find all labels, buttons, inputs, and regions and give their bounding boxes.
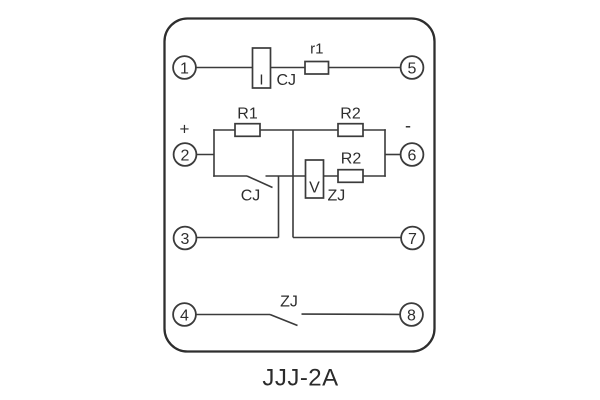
polarity-plus-label: + <box>180 120 190 139</box>
current-coil-symbol <box>251 47 272 89</box>
voltage-coil-letter: V <box>309 180 320 197</box>
terminal-5: 5 <box>399 55 425 80</box>
resistor-R2-lower-symbol <box>337 168 364 184</box>
cj-contact-label: CJ <box>241 188 261 205</box>
terminal-1: 1 <box>172 55 197 80</box>
branch-zj-contact: ZJ <box>195 294 401 327</box>
terminal-2-circle <box>172 142 198 167</box>
terminal-1-number: 1 <box>180 60 189 77</box>
voltage-coil-designator: ZJ <box>328 188 346 205</box>
resistor-R2-lower-label: R2 <box>341 151 362 168</box>
terminal-3-number: 3 <box>181 231 190 248</box>
current-coil-letter: I <box>259 72 263 89</box>
polarity-minus-label: - <box>405 116 411 136</box>
terminal-8-number: 8 <box>407 307 416 324</box>
terminal-8: 8 <box>399 302 424 327</box>
terminals: 1 2 3 4 5 6 7 <box>172 55 425 327</box>
zj-contact-label: ZJ <box>280 294 298 311</box>
terminal-6: 6 <box>399 142 425 167</box>
resistor-R2-upper-symbol <box>337 122 364 138</box>
terminal-7-circle <box>400 225 425 251</box>
branch-voltage-network: + - R1 R2 V ZJ R2 CJ <box>180 106 411 238</box>
zj-contact-blade <box>269 313 298 327</box>
resistor-r1-symbol <box>304 60 330 75</box>
terminal-4-circle <box>172 302 197 327</box>
resistor-R2-upper-label: R2 <box>340 106 361 123</box>
cj-contact-blade <box>246 175 273 189</box>
terminal-1-circle <box>172 55 197 80</box>
terminal-6-circle <box>399 142 425 167</box>
terminal-3: 3 <box>172 225 198 251</box>
resistor-R1-symbol <box>234 122 261 138</box>
resistor-r1-label: r1 <box>310 41 323 58</box>
terminal-2: 2 <box>172 142 198 167</box>
voltage-coil-symbol <box>304 159 325 199</box>
terminal-8-circle <box>399 302 424 327</box>
terminal-7: 7 <box>400 225 425 251</box>
terminal-7-number: 7 <box>408 231 417 248</box>
branch-current-coil: I CJ r1 <box>195 41 401 89</box>
terminal-2-number: 2 <box>181 147 190 164</box>
terminal-5-circle <box>399 55 425 80</box>
terminal-5-number: 5 <box>408 60 417 77</box>
resistor-R1-label: R1 <box>237 106 258 123</box>
terminal-3-circle <box>172 225 198 251</box>
terminal-4-number: 4 <box>180 307 189 324</box>
terminal-4: 4 <box>172 302 197 327</box>
model-title: JJJ-2A <box>262 365 338 392</box>
current-coil-designator: CJ <box>277 72 297 89</box>
terminal-6-number: 6 <box>408 147 417 164</box>
relay-case-outline <box>163 17 436 353</box>
